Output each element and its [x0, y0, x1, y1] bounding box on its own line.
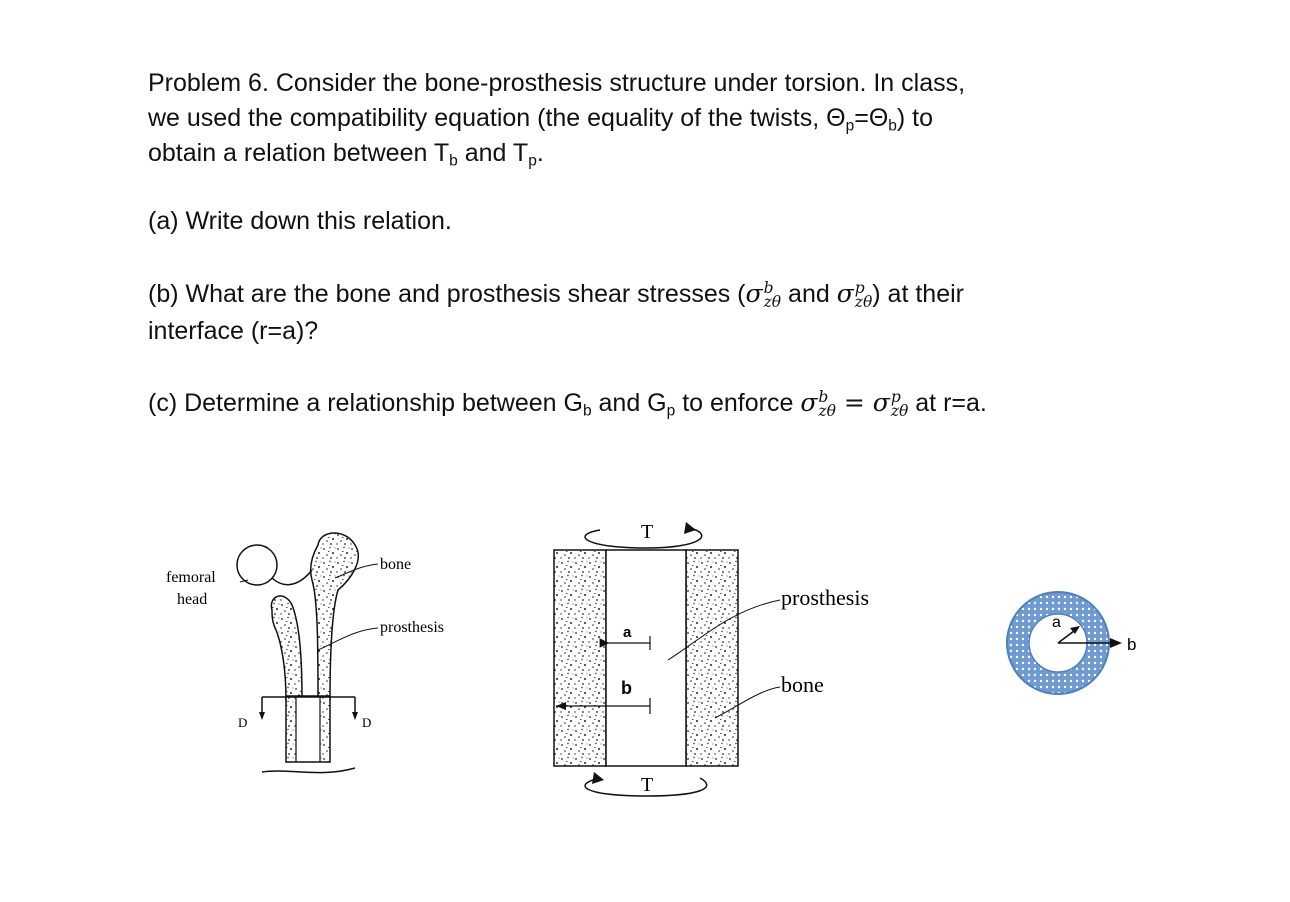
tp-subscript: p	[528, 152, 537, 170]
cross-section-figure: a b	[1006, 591, 1136, 695]
sigma-prosthesis-sup-c: p	[890, 387, 901, 406]
cylinder-b-label: b	[621, 678, 632, 698]
section-b-label: b	[1127, 635, 1136, 654]
d-right-label: D	[362, 715, 371, 730]
sigma-bone-sub: zθ	[763, 293, 782, 312]
part-c-and: and G	[591, 389, 667, 417]
problem-line-2-end: ) to	[896, 104, 934, 132]
problem-line-2-eq: =Θ	[854, 104, 889, 132]
part-a: (a) Write down this relation.	[148, 204, 1140, 239]
sigma-bone-symbol-c: σ	[800, 388, 818, 417]
sigma-bone-sup-c: b	[818, 387, 829, 406]
problem-line-2-text: we used the compatibility equation (the …	[148, 104, 846, 132]
gp-subscript: p	[666, 402, 676, 420]
problem-line-1: Problem 6. Consider the bone-prosthesis …	[148, 66, 1140, 101]
torque-label-top: T	[641, 521, 653, 543]
torque-arrow-bottom	[584, 777, 708, 797]
sigma-prosthesis-symbol-c: σ	[872, 388, 890, 417]
bone-wall-right	[685, 549, 739, 767]
part-b-text: (b) What are the bone and prosthesis she…	[148, 280, 746, 308]
bone-wall-left	[553, 549, 607, 767]
prosthesis-label: prosthesis	[380, 619, 444, 636]
sigma-bone-symbol: σ	[745, 279, 763, 308]
theta-b-subscript: b	[888, 117, 897, 135]
part-c: (c) Determine a relationship between Gb …	[148, 385, 1140, 429]
part-c-enforce: to enforce	[675, 389, 801, 417]
cylinder-a-label: a	[623, 624, 632, 641]
part-b-and: and	[781, 280, 837, 308]
cylinder-bone-label: bone	[781, 672, 824, 697]
problem-line-2: we used the compatibility equation (the …	[148, 101, 1140, 144]
sigma-prosthesis-symbol: σ	[836, 279, 854, 308]
tb-subscript: b	[449, 152, 458, 170]
torque-label-bottom: T	[641, 774, 653, 796]
section-a-label: a	[1052, 614, 1061, 631]
part-b-line-1: (b) What are the bone and prosthesis she…	[148, 276, 1140, 312]
part-b-line-2-text: interface (r=a)?	[148, 317, 319, 345]
femoral-head-label-2: head	[177, 591, 207, 608]
d-left-label: D	[238, 715, 247, 730]
sigma-prosthesis-sub-c: zθ	[890, 402, 909, 421]
part-a-text: (a) Write down this relation.	[148, 207, 452, 235]
bone-label: bone	[380, 556, 411, 573]
femoral-head-label-1: femoral	[166, 569, 216, 586]
equals-sign: =	[835, 388, 873, 417]
problem-line-3-text: obtain a relation between T	[148, 139, 450, 167]
femoral-neck	[271, 569, 313, 586]
sigma-prosthesis-sub: zθ	[854, 293, 873, 312]
femoral-head-ball	[236, 544, 278, 586]
problem-line-1-text: Problem 6. Consider the bone-prosthesis …	[148, 69, 966, 97]
sigma-bone-sub-c: zθ	[818, 402, 836, 421]
problem-line-3-period: .	[536, 139, 544, 167]
prosthesis-core	[605, 549, 687, 767]
cylinder-prosthesis-label: prosthesis	[781, 585, 869, 610]
prosthesis-shape	[270, 595, 303, 701]
torque-arrow-top	[584, 527, 703, 549]
part-b-line-2: interface (r=a)?	[148, 314, 1140, 349]
sigma-bone-sup: b	[763, 278, 774, 297]
problem-line-3: obtain a relation between Tb and Tp.	[148, 136, 1140, 179]
theta-p-subscript: p	[845, 117, 855, 135]
bone-shape	[309, 532, 359, 701]
sigma-prosthesis-sup: p	[854, 278, 865, 297]
femur-figure: femoral head bone prosthesis D D	[166, 532, 444, 774]
part-b-end: ) at their	[872, 280, 964, 308]
cylinder-figure: T T a b prosthesis bone	[553, 521, 869, 797]
part-c-end: at r=a.	[908, 389, 987, 417]
gb-subscript: b	[582, 402, 592, 420]
part-c-text: (c) Determine a relationship between G	[148, 389, 583, 417]
problem-line-3-and: and T	[457, 139, 529, 167]
